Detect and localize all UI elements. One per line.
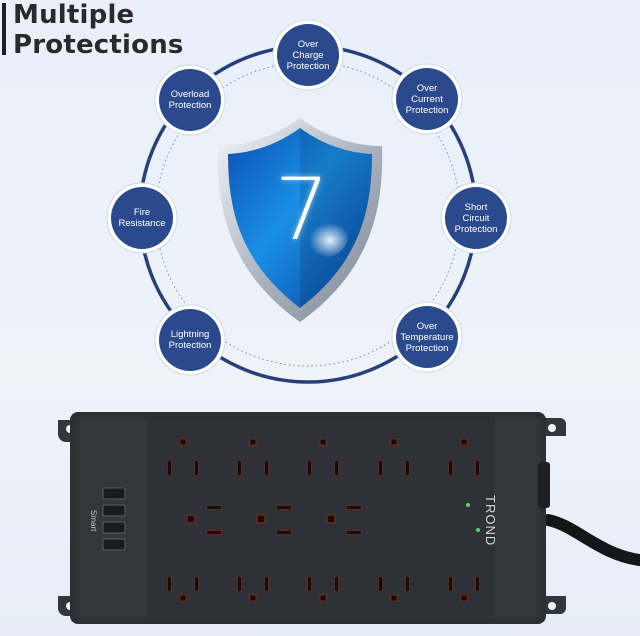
outlet-slot — [308, 461, 311, 475]
protection-node — [396, 306, 458, 368]
outlet-slot — [347, 506, 361, 509]
outlet-slot — [335, 461, 338, 475]
outlet-slot — [277, 506, 291, 509]
protection-label-line: Current — [411, 93, 443, 105]
protection-label-line: Overload — [170, 89, 210, 100]
outlet-slot — [207, 506, 221, 509]
protection-label-line: Resistance — [118, 218, 166, 229]
protection-label-line: Over — [416, 82, 438, 94]
outlet-slot — [379, 461, 382, 475]
title-line-1: Multiple — [13, 0, 135, 30]
indicator-light — [466, 503, 470, 507]
shield-icon — [217, 118, 383, 322]
protection-label-line: Protection — [405, 342, 449, 354]
outlet-slot — [180, 595, 186, 601]
usb-panel — [76, 418, 148, 618]
title-line-2: Protections — [13, 30, 184, 60]
power-switch — [538, 462, 550, 508]
protection-label-line: Over — [416, 320, 438, 332]
protection-label-line: Protection — [168, 340, 212, 351]
outlet-slot — [195, 461, 198, 475]
outlet-slot — [207, 531, 221, 534]
outlet-slot — [188, 516, 194, 522]
indicator-light — [476, 528, 480, 532]
usb-label: Smart — [89, 510, 98, 532]
shield-number: 7 — [274, 160, 330, 260]
usb-port — [102, 521, 126, 534]
protection-label-line: Temperature — [400, 331, 454, 343]
outlet-slot — [308, 577, 311, 591]
outlet-slot — [461, 595, 467, 601]
outlet-slot — [335, 577, 338, 591]
outlet-slot — [195, 577, 198, 591]
outlet-slot — [265, 577, 268, 591]
title-accent-bar — [2, 3, 6, 55]
protection-label-line: Protection — [405, 104, 449, 116]
protection-node — [277, 24, 339, 86]
outlet-slot — [379, 577, 382, 591]
protection-label-line: Protection — [168, 100, 212, 111]
protection-label-line: Charge — [292, 49, 324, 61]
outlet-slot — [391, 595, 397, 601]
outlet-slot — [449, 461, 452, 475]
outlet-slot — [461, 439, 467, 445]
brand-logo: TROND — [483, 495, 498, 547]
outlet-slot — [320, 439, 326, 445]
protection-node — [396, 68, 458, 130]
outlet-slot — [476, 577, 479, 591]
outlet-slot — [328, 516, 334, 522]
usb-port — [102, 538, 126, 551]
protection-node — [159, 309, 221, 371]
outlet-slot — [238, 577, 241, 591]
outlet-slot — [168, 461, 171, 475]
protection-label-line: Fire — [133, 207, 151, 218]
outlet-slot — [238, 461, 241, 475]
outlet-slot — [168, 577, 171, 591]
outlet-slot — [258, 516, 264, 522]
outlet-slot — [250, 439, 256, 445]
outlet-slot — [449, 577, 452, 591]
protection-label-line: Over — [297, 38, 319, 50]
usb-port — [102, 504, 126, 517]
page-title: Multiple Protections — [13, 0, 184, 60]
protection-node — [111, 187, 173, 249]
usb-port — [102, 487, 126, 500]
protection-node — [445, 187, 507, 249]
protection-label-line: Protection — [454, 223, 498, 235]
outlet-slot — [406, 461, 409, 475]
protection-label-line: Lightning — [170, 329, 210, 340]
outlet-slot — [406, 577, 409, 591]
protection-label-line: Protection — [286, 60, 330, 72]
outlet-slot — [250, 595, 256, 601]
protection-label-line: Circuit — [462, 212, 490, 224]
outlet-slot — [180, 439, 186, 445]
protection-node — [159, 69, 221, 131]
outlet-slot — [265, 461, 268, 475]
outlet-slot — [347, 531, 361, 534]
outlet-slot — [320, 595, 326, 601]
outlet-slot — [391, 439, 397, 445]
outlet-slot — [277, 531, 291, 534]
outlet-slot — [476, 461, 479, 475]
protection-label-line: Short — [464, 201, 488, 213]
